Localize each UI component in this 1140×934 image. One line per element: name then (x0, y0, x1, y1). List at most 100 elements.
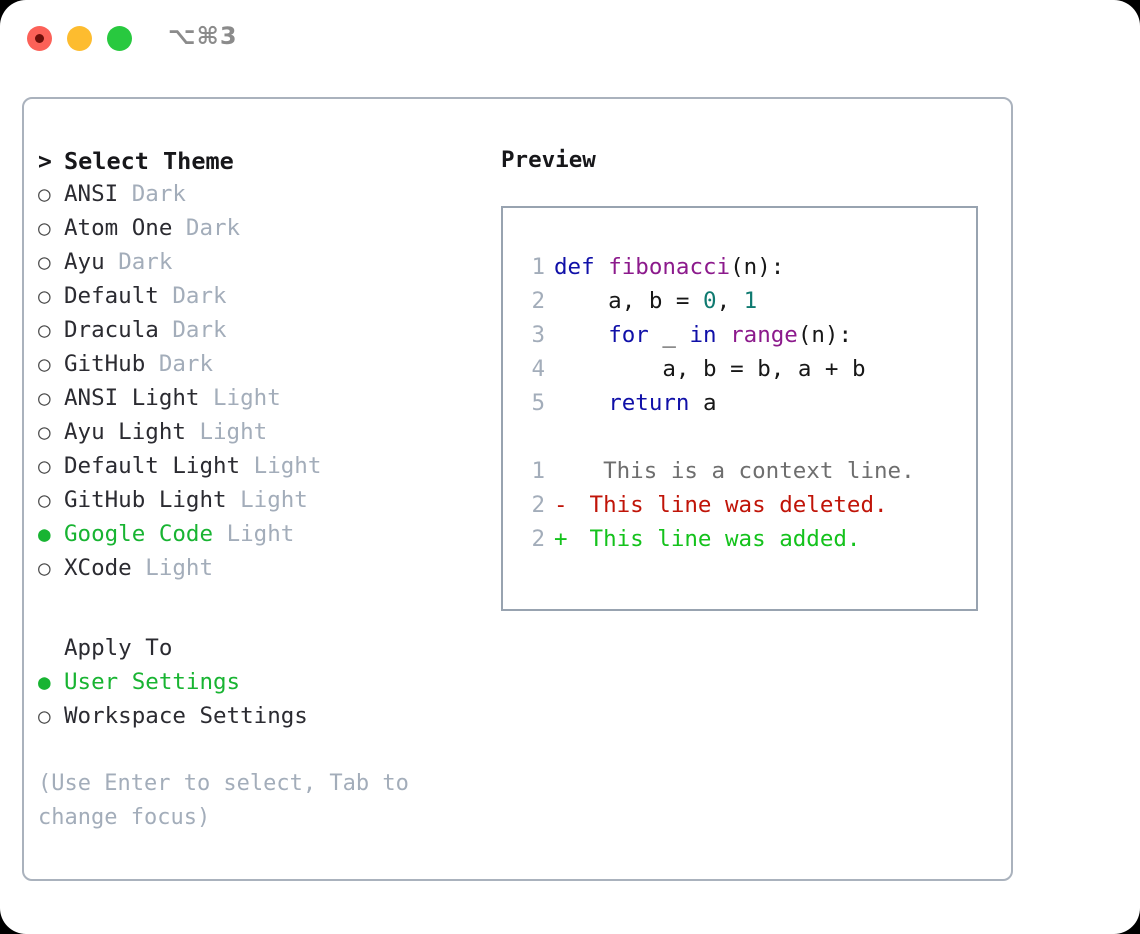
spacer (172, 215, 186, 241)
code-token: fibonacci (608, 254, 731, 280)
theme-name: ANSI Light (64, 385, 200, 411)
line-number: 5 (531, 390, 545, 416)
theme-kind-badge: Light (213, 385, 281, 411)
radio-selected-icon: ● (38, 522, 51, 546)
line-number: 2 (531, 288, 545, 314)
apply-to-option[interactable]: ○ Workspace Settings (38, 703, 488, 737)
close-button[interactable] (27, 26, 52, 51)
code-line: 4 a, b = b, a + b (519, 352, 866, 386)
diff-text: This line was deleted. (576, 492, 888, 518)
code-token: a, b = (554, 288, 704, 314)
diff-line-number: 2 (531, 492, 545, 518)
keyboard-shortcut-label: ⌥⌘3 (168, 22, 238, 50)
diff-text: This line was added. (576, 526, 861, 552)
spacer (199, 385, 213, 411)
theme-kind-badge: Light (199, 419, 268, 445)
radio-unselected-icon: ○ (38, 454, 51, 478)
line-number: 1 (531, 254, 545, 280)
theme-option[interactable]: ○ ANSI Light Light (38, 385, 488, 419)
radio-unselected-icon: ○ (38, 488, 51, 512)
code-token (717, 322, 731, 348)
code-token: (n): (797, 322, 853, 348)
diff-line-number: 2 (531, 526, 545, 552)
theme-option[interactable]: ●Google Code Light (38, 521, 488, 555)
radio-unselected-icon: ○ (38, 284, 51, 308)
diff-marker (554, 454, 576, 488)
theme-option[interactable]: ○Atom One Dark (38, 215, 488, 249)
panel-columns: >Select Theme ○ANSI Dark○Atom One Dark○A… (24, 99, 1011, 879)
diff-marker: - (554, 492, 568, 518)
code-line: 3 for _ in range(n): (519, 318, 866, 352)
theme-option[interactable]: ○GitHub Dark (38, 351, 488, 385)
radio-unselected-icon: ○ (38, 386, 51, 410)
theme-kind-badge: Light (226, 521, 295, 547)
code-token: 1 (743, 288, 758, 314)
theme-kind-badge: Dark (131, 181, 186, 207)
code-token: range (730, 322, 798, 348)
preview-box: 1 def fibonacci (n): 2 a, b = 0, 1 3 for _ i… (501, 206, 978, 611)
theme-name: ANSI (64, 181, 119, 207)
theme-selector-column: >Select Theme ○ANSI Dark○Atom One Dark○A… (38, 147, 488, 737)
theme-name: XCode (64, 555, 132, 581)
theme-option[interactable]: ○ GitHub Light Light (38, 487, 488, 521)
maximize-button[interactable] (107, 26, 132, 51)
theme-kind-badge: Light (145, 555, 214, 581)
select-theme-label: Select Theme (64, 147, 234, 175)
code-line: 5 return a (519, 386, 866, 420)
apply-to-bullet-placeholder: ○ (38, 636, 64, 660)
theme-option[interactable]: ○ Default Light Light (38, 453, 488, 487)
spacer (105, 249, 119, 275)
diff-marker: + (554, 526, 568, 552)
apply-to-option-label: Workspace Settings (64, 703, 308, 729)
theme-kind-badge: Dark (158, 351, 214, 377)
theme-name: Atom One (64, 215, 173, 241)
spacer (118, 181, 132, 207)
line-number: 3 (531, 322, 545, 348)
theme-kind-badge: Dark (172, 317, 227, 343)
theme-kind-badge: Light (253, 453, 322, 479)
theme-name: Default (64, 283, 159, 309)
radio-selected-icon: ● (38, 670, 51, 694)
code-token (554, 322, 608, 348)
spacer (227, 487, 241, 513)
prompt-caret-icon: > (38, 149, 52, 175)
theme-option[interactable]: ○Ayu Dark (38, 249, 488, 283)
radio-unselected-icon: ○ (38, 704, 51, 728)
theme-list: ○ ANSI Dark ○ Atom One Dark ○ Ayu Dark ○ Defaul… (38, 181, 488, 589)
code-token: _ (648, 322, 690, 348)
theme-option[interactable]: ○Ayu Light Light (38, 419, 488, 453)
code-token: 0 (703, 288, 717, 314)
diff-line: 2- This line was deleted. (519, 488, 915, 522)
theme-name: Default Light (64, 453, 241, 479)
theme-name: Ayu (64, 249, 105, 275)
spacer (240, 453, 254, 479)
diff-line: 2 + This line was added. (519, 522, 915, 556)
theme-kind-badge: Light (240, 487, 308, 513)
theme-option[interactable]: ○Default Dark (38, 283, 488, 317)
preview-column: Preview 1 def fibonacci (n): 2 a, b = 0, 1 3… (501, 147, 1001, 611)
radio-unselected-icon: ○ (38, 250, 51, 274)
theme-name: GitHub Light (64, 487, 227, 513)
diff-sample: 1 This is a context line.2- This line wa… (519, 454, 915, 556)
code-sample: 1 def fibonacci (n): 2 a, b = 0, 1 3 for _ i… (519, 250, 866, 420)
preview-title: Preview (501, 147, 596, 173)
code-token: def (554, 254, 595, 280)
theme-option[interactable]: ○Dracula Dark (38, 317, 488, 351)
theme-option[interactable]: ○XCode Light (38, 555, 488, 589)
main-panel: >Select Theme ○ANSI Dark○Atom One Dark○A… (22, 97, 1013, 881)
spacer (132, 555, 146, 581)
radio-unselected-icon: ○ (38, 216, 51, 240)
radio-unselected-icon: ○ (38, 182, 51, 206)
theme-name: Ayu Light (64, 419, 186, 445)
apply-to-option-label: User Settings (64, 669, 241, 695)
code-token: a, b = b, a + b (554, 356, 866, 382)
theme-option[interactable]: ○ ANSI Dark (38, 181, 488, 215)
keyboard-hint-text: (Use Enter to select, Tab to change focu… (38, 771, 409, 830)
apply-to-header: ○Apply To (38, 635, 488, 669)
apply-to-label: Apply To (64, 635, 173, 661)
minimize-button[interactable] (67, 26, 92, 51)
apply-to-options: ● User Settings ○ Workspace Settings (38, 669, 488, 737)
apply-to-option[interactable]: ● User Settings (38, 669, 488, 703)
code-token: , (716, 288, 744, 314)
